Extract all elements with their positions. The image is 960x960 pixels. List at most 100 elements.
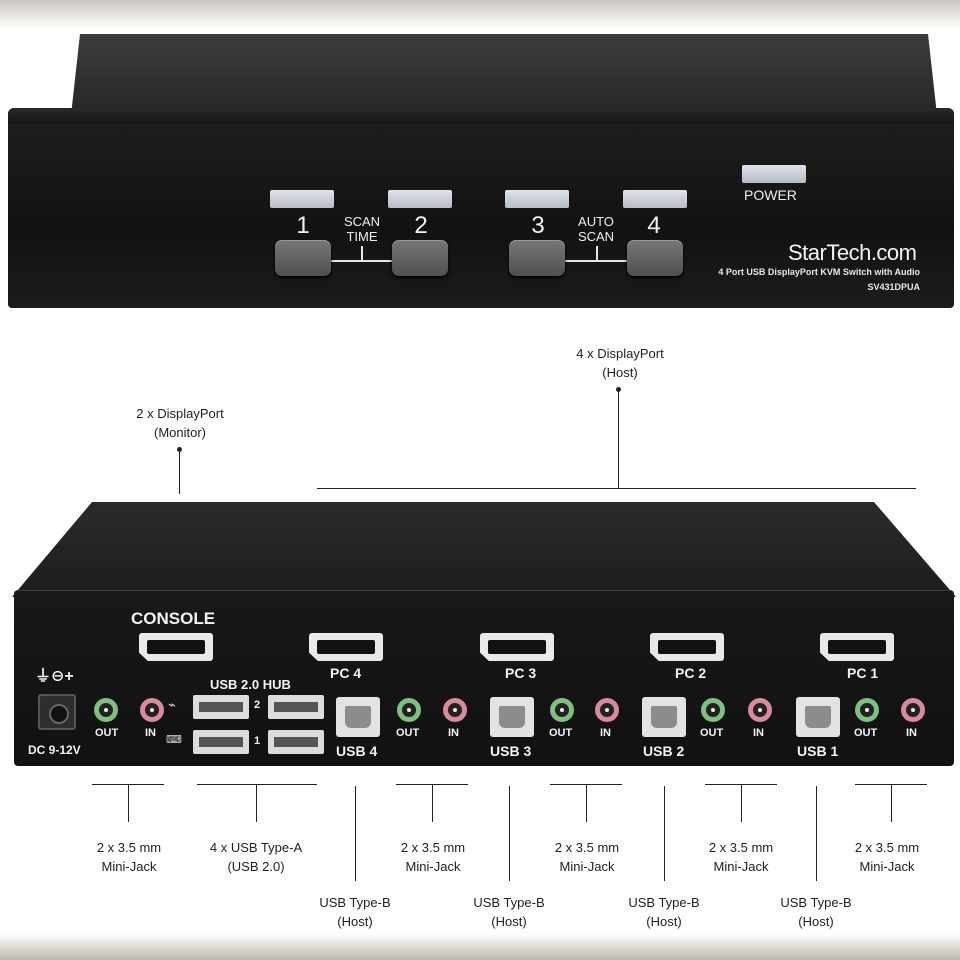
pc3-displayport — [480, 633, 554, 661]
port-1-button — [275, 240, 331, 276]
dp-monitor-annotation: 2 x DisplayPort (Monitor) — [100, 404, 260, 442]
usb-b-subtext: (Host) — [646, 914, 682, 929]
scan-time-label: SCAN TIME — [332, 214, 392, 244]
port-4-number: 4 — [647, 212, 661, 239]
usb-b-subtext: (Host) — [798, 914, 834, 929]
port-3-button — [509, 240, 565, 276]
port-2-button — [392, 240, 448, 276]
dp-monitor-subtext: (Monitor) — [153, 425, 206, 440]
auto-scan-label: AUTO SCAN — [566, 214, 626, 244]
usb2-callout — [664, 786, 665, 881]
port-1-led — [270, 190, 334, 208]
usb-a-bracket — [197, 784, 317, 785]
mini-jack-text: 2 x 3.5 mm — [554, 840, 620, 855]
dp-host-subtext: (Host) — [602, 365, 638, 380]
usb1-callout — [816, 786, 817, 881]
hub-port-number-2: 2 — [254, 699, 261, 711]
pc2-label: PC 2 — [675, 665, 707, 681]
port-2-number: 2 — [414, 212, 428, 239]
startech-logo: StarTech.com — [788, 240, 917, 265]
usb3-label: USB 3 — [490, 743, 532, 759]
dp-host-annotation: 4 x DisplayPort (Host) — [540, 344, 700, 382]
mini-jack-text: 2 x 3.5 mm — [400, 840, 466, 855]
usb2-type-b-annotation: USB Type-B (Host) — [609, 893, 719, 931]
pc4-displayport — [309, 633, 383, 661]
mini-jack-subtext: Mini-Jack — [713, 859, 769, 874]
dp-host-bracket — [317, 488, 916, 489]
mini-jack-subtext: Mini-Jack — [405, 859, 461, 874]
keyboard-icon: ⌨ — [166, 734, 182, 746]
pc2-audio-in-jack — [748, 698, 772, 722]
usb-a-port-1 — [193, 695, 249, 719]
pc2-displayport — [650, 633, 724, 661]
usb2-type-b-port — [642, 697, 686, 737]
dc-label: DC 9-12V — [28, 743, 81, 757]
usb-a-annotation: 4 x USB Type-A (USB 2.0) — [186, 838, 326, 876]
console-audio-out-jack — [94, 698, 118, 722]
console-mini-jack-annotation: 2 x 3.5 mm Mini-Jack — [64, 838, 194, 876]
mini-jack-text: 2 x 3.5 mm — [708, 840, 774, 855]
port-3-led — [505, 190, 569, 208]
auto-scan-line-2: SCAN — [577, 229, 615, 244]
auto-scan-bracket-stem — [596, 246, 598, 261]
rear-chassis-top — [12, 502, 956, 597]
pc3-in-label: IN — [600, 727, 611, 739]
port-4-led — [623, 190, 687, 208]
pc1-audio-out-jack — [855, 698, 879, 722]
console-in-label: IN — [145, 727, 156, 739]
dp-host-callout-line — [618, 389, 619, 489]
pc4-in-label: IN — [448, 727, 459, 739]
port-4-button — [627, 240, 683, 276]
usb-a-text: 4 x USB Type-A — [209, 840, 303, 855]
usb-hub-label: USB 2.0 HUB — [210, 677, 291, 692]
dc-power-jack — [38, 694, 76, 730]
pc3-audio-in-jack — [595, 698, 619, 722]
usb-b-text: USB Type-B — [628, 895, 700, 910]
pc3-mini-jack-annotation: 2 x 3.5 mm Mini-Jack — [522, 838, 652, 876]
scan-time-line-2: TIME — [346, 229, 378, 244]
usb-b-text: USB Type-B — [473, 895, 545, 910]
usb1-type-b-annotation: USB Type-B (Host) — [761, 893, 871, 931]
console-label: CONSOLE — [131, 609, 216, 628]
mini-jack-subtext: Mini-Jack — [559, 859, 615, 874]
console-out-label: OUT — [95, 727, 119, 739]
pc2-mini-jack-annotation: 2 x 3.5 mm Mini-Jack — [676, 838, 806, 876]
usb-a-port-4 — [268, 730, 324, 754]
model-number: SV431DPUA — [867, 282, 920, 292]
port-1-number: 1 — [296, 212, 310, 239]
pc1-mini-jack-annotation: 2 x 3.5 mm Mini-Jack — [822, 838, 952, 876]
dp-monitor-callout-line — [179, 449, 180, 494]
dp-host-text: 4 x DisplayPort — [576, 346, 664, 361]
pc2-jack-callout — [741, 784, 742, 822]
pc4-jack-callout — [432, 784, 433, 822]
usb-b-subtext: (Host) — [491, 914, 527, 929]
console-audio-in-jack — [140, 698, 164, 722]
console-jack-callout — [128, 784, 129, 822]
usb-b-text: USB Type-B — [780, 895, 852, 910]
product-description: 4 Port USB DisplayPort KVM Switch with A… — [718, 267, 920, 277]
ground-polarity-icon: ⏚⊖+ — [35, 668, 74, 685]
hub-port-number-1: 1 — [254, 735, 261, 747]
pc3-out-label: OUT — [549, 727, 573, 739]
usb3-type-b-annotation: USB Type-B (Host) — [454, 893, 564, 931]
usb-b-subtext: (Host) — [337, 914, 373, 929]
pc1-displayport — [820, 633, 894, 661]
mini-jack-subtext: Mini-Jack — [859, 859, 915, 874]
scan-time-line-1: SCAN — [343, 214, 381, 229]
pc3-audio-out-jack — [550, 698, 574, 722]
mini-jack-subtext: Mini-Jack — [101, 859, 157, 874]
pc4-out-label: OUT — [396, 727, 420, 739]
auto-scan-bracket — [565, 260, 627, 262]
usb-a-subtext: (USB 2.0) — [227, 859, 285, 874]
usb4-type-b-port — [336, 697, 380, 737]
usb-a-callout — [256, 784, 257, 822]
pc4-label: PC 4 — [330, 665, 362, 681]
usb-b-text: USB Type-B — [319, 895, 391, 910]
power-led — [742, 165, 806, 183]
pc3-jack-callout — [586, 784, 587, 822]
pc4-mini-jack-annotation: 2 x 3.5 mm Mini-Jack — [368, 838, 498, 876]
usb4-label: USB 4 — [336, 743, 378, 759]
port-2-led — [388, 190, 452, 208]
front-panel — [8, 108, 954, 308]
pc2-audio-out-jack — [701, 698, 725, 722]
